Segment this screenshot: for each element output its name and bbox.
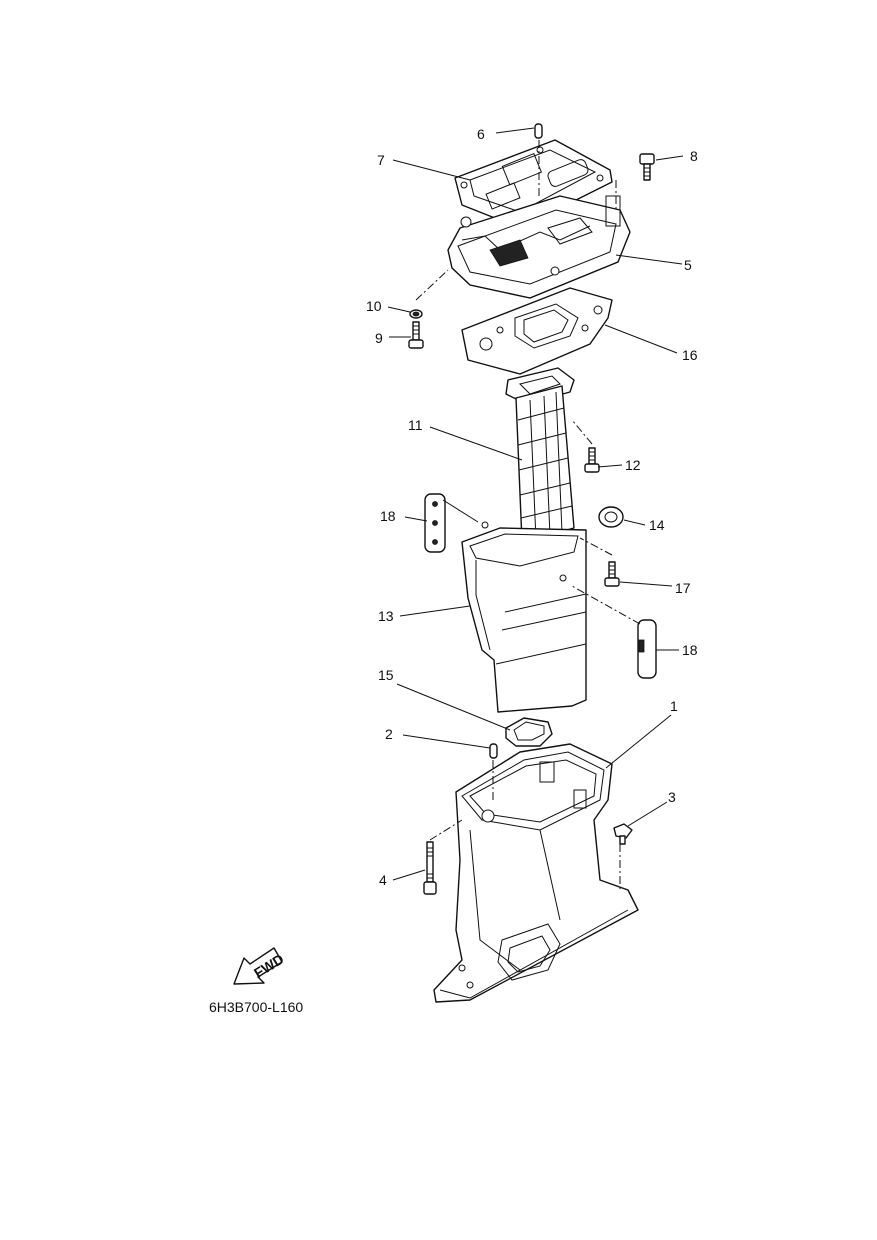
part-4-bolt (423, 841, 437, 895)
part-14-grommet (598, 506, 624, 528)
diagram-code: 6H3B700-L160 (209, 999, 303, 1015)
part-18-mount-left (424, 493, 446, 553)
callout-10: 10 (366, 298, 382, 314)
callout-15: 15 (378, 667, 394, 683)
callout-14: 14 (649, 517, 665, 533)
part-1-upper-case (433, 743, 639, 1003)
callout-1: 1 (670, 698, 678, 714)
part-12-bolt (584, 447, 600, 473)
callout-16: 16 (682, 347, 698, 363)
part-2-dowel-pin (489, 743, 498, 759)
part-10-washer (409, 309, 423, 319)
part-11-exhaust-pipe (505, 367, 575, 543)
callout-labels: 6 7 8 5 10 9 16 11 12 18 14 13 17 18 15 … (366, 126, 698, 888)
part-5-upper-casing (447, 195, 631, 299)
callout-6: 6 (477, 126, 485, 142)
part-16-gasket (461, 287, 613, 375)
fwd-arrow-icon: FWD (233, 947, 286, 985)
part-3-plug (613, 823, 633, 845)
callout-4: 4 (379, 872, 387, 888)
callout-18-left: 18 (380, 508, 396, 524)
callout-17: 17 (675, 580, 691, 596)
callout-3: 3 (668, 789, 676, 805)
part-17-bolt (604, 561, 620, 587)
callout-18-right: 18 (682, 642, 698, 658)
callout-9: 9 (375, 330, 383, 346)
part-8-bolt (639, 153, 655, 181)
part-6-dowel-pin (534, 123, 543, 139)
part-15-seal (505, 717, 553, 747)
callout-13: 13 (378, 608, 394, 624)
leader-lines (387, 127, 684, 890)
callout-5: 5 (684, 257, 692, 273)
callout-12: 12 (625, 457, 641, 473)
part-13-muffler (461, 521, 587, 713)
part-9-bolt (408, 321, 424, 349)
callout-2: 2 (385, 726, 393, 742)
callout-11: 11 (408, 417, 423, 433)
part-7-gasket (454, 139, 613, 229)
callout-8: 8 (690, 148, 698, 164)
callout-7: 7 (377, 152, 385, 168)
part-18-mount-right (637, 619, 657, 679)
